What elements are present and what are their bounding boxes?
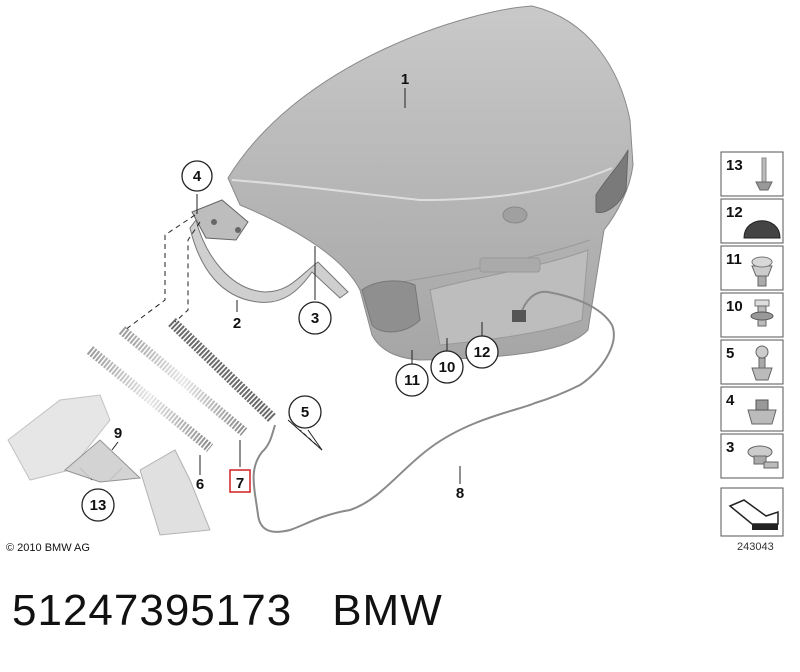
svg-text:13: 13 bbox=[90, 497, 107, 514]
svg-text:11: 11 bbox=[726, 251, 742, 268]
callout-1[interactable]: 1 bbox=[401, 71, 409, 88]
svg-text:7: 7 bbox=[236, 475, 244, 492]
callout-4[interactable]: 4 bbox=[181, 160, 213, 192]
callout-12[interactable]: 12 bbox=[465, 335, 499, 369]
fastener-legend: 13 12 11 10 5 bbox=[720, 151, 784, 537]
svg-text:6: 6 bbox=[196, 476, 204, 493]
svg-text:4: 4 bbox=[193, 168, 202, 185]
callout-9[interactable]: 9 bbox=[114, 425, 122, 442]
svg-text:3: 3 bbox=[311, 310, 319, 327]
legend-item-10[interactable]: 10 bbox=[720, 292, 784, 338]
legend-item-3[interactable]: 3 bbox=[720, 433, 784, 479]
cable-connector bbox=[512, 310, 526, 322]
hinge-bracket bbox=[189, 199, 349, 303]
diagram-id: 243043 bbox=[737, 541, 774, 553]
release-cable bbox=[252, 290, 615, 533]
callout-11[interactable]: 11 bbox=[395, 363, 429, 397]
trunk-lid bbox=[227, 5, 634, 361]
svg-text:1: 1 bbox=[401, 71, 409, 88]
legend-item-13[interactable]: 13 bbox=[720, 151, 784, 197]
callout-6[interactable]: 6 bbox=[196, 476, 204, 493]
svg-text:12: 12 bbox=[474, 344, 491, 361]
lift-spring-7 bbox=[168, 318, 276, 422]
callout-3[interactable]: 3 bbox=[298, 301, 332, 335]
lift-spring-6 bbox=[86, 326, 248, 452]
legend-item-5[interactable]: 5 bbox=[720, 339, 784, 385]
callout-8[interactable]: 8 bbox=[456, 485, 464, 502]
legend-item-11[interactable]: 11 bbox=[720, 245, 784, 291]
callout-10[interactable]: 10 bbox=[430, 350, 464, 384]
callout-2[interactable]: 2 bbox=[233, 315, 241, 332]
legend-item-4[interactable]: 4 bbox=[720, 386, 784, 432]
part-number: 51247395173 bbox=[12, 586, 293, 635]
svg-text:5: 5 bbox=[726, 345, 734, 362]
svg-text:8: 8 bbox=[456, 485, 464, 502]
svg-text:3: 3 bbox=[726, 439, 734, 456]
copyright-notice: © 2010 BMW AG bbox=[6, 542, 90, 554]
callout-7-highlighted[interactable]: 7 bbox=[229, 469, 251, 493]
brand-name: BMW bbox=[332, 586, 443, 635]
svg-text:9: 9 bbox=[114, 425, 122, 442]
svg-text:10: 10 bbox=[439, 359, 456, 376]
svg-text:4: 4 bbox=[726, 392, 735, 409]
callout-13[interactable]: 13 bbox=[81, 488, 115, 522]
support-bracket bbox=[7, 394, 211, 536]
svg-text:13: 13 bbox=[726, 157, 743, 174]
legend-arrow-box bbox=[720, 487, 784, 537]
callout-5[interactable]: 5 bbox=[288, 395, 322, 429]
svg-text:2: 2 bbox=[233, 315, 241, 332]
svg-text:11: 11 bbox=[404, 372, 420, 389]
svg-text:10: 10 bbox=[726, 298, 743, 315]
svg-text:12: 12 bbox=[726, 204, 743, 221]
svg-text:5: 5 bbox=[301, 404, 309, 421]
part-number-caption: 51247395173 BMW bbox=[12, 586, 483, 636]
legend-item-12[interactable]: 12 bbox=[720, 198, 784, 244]
